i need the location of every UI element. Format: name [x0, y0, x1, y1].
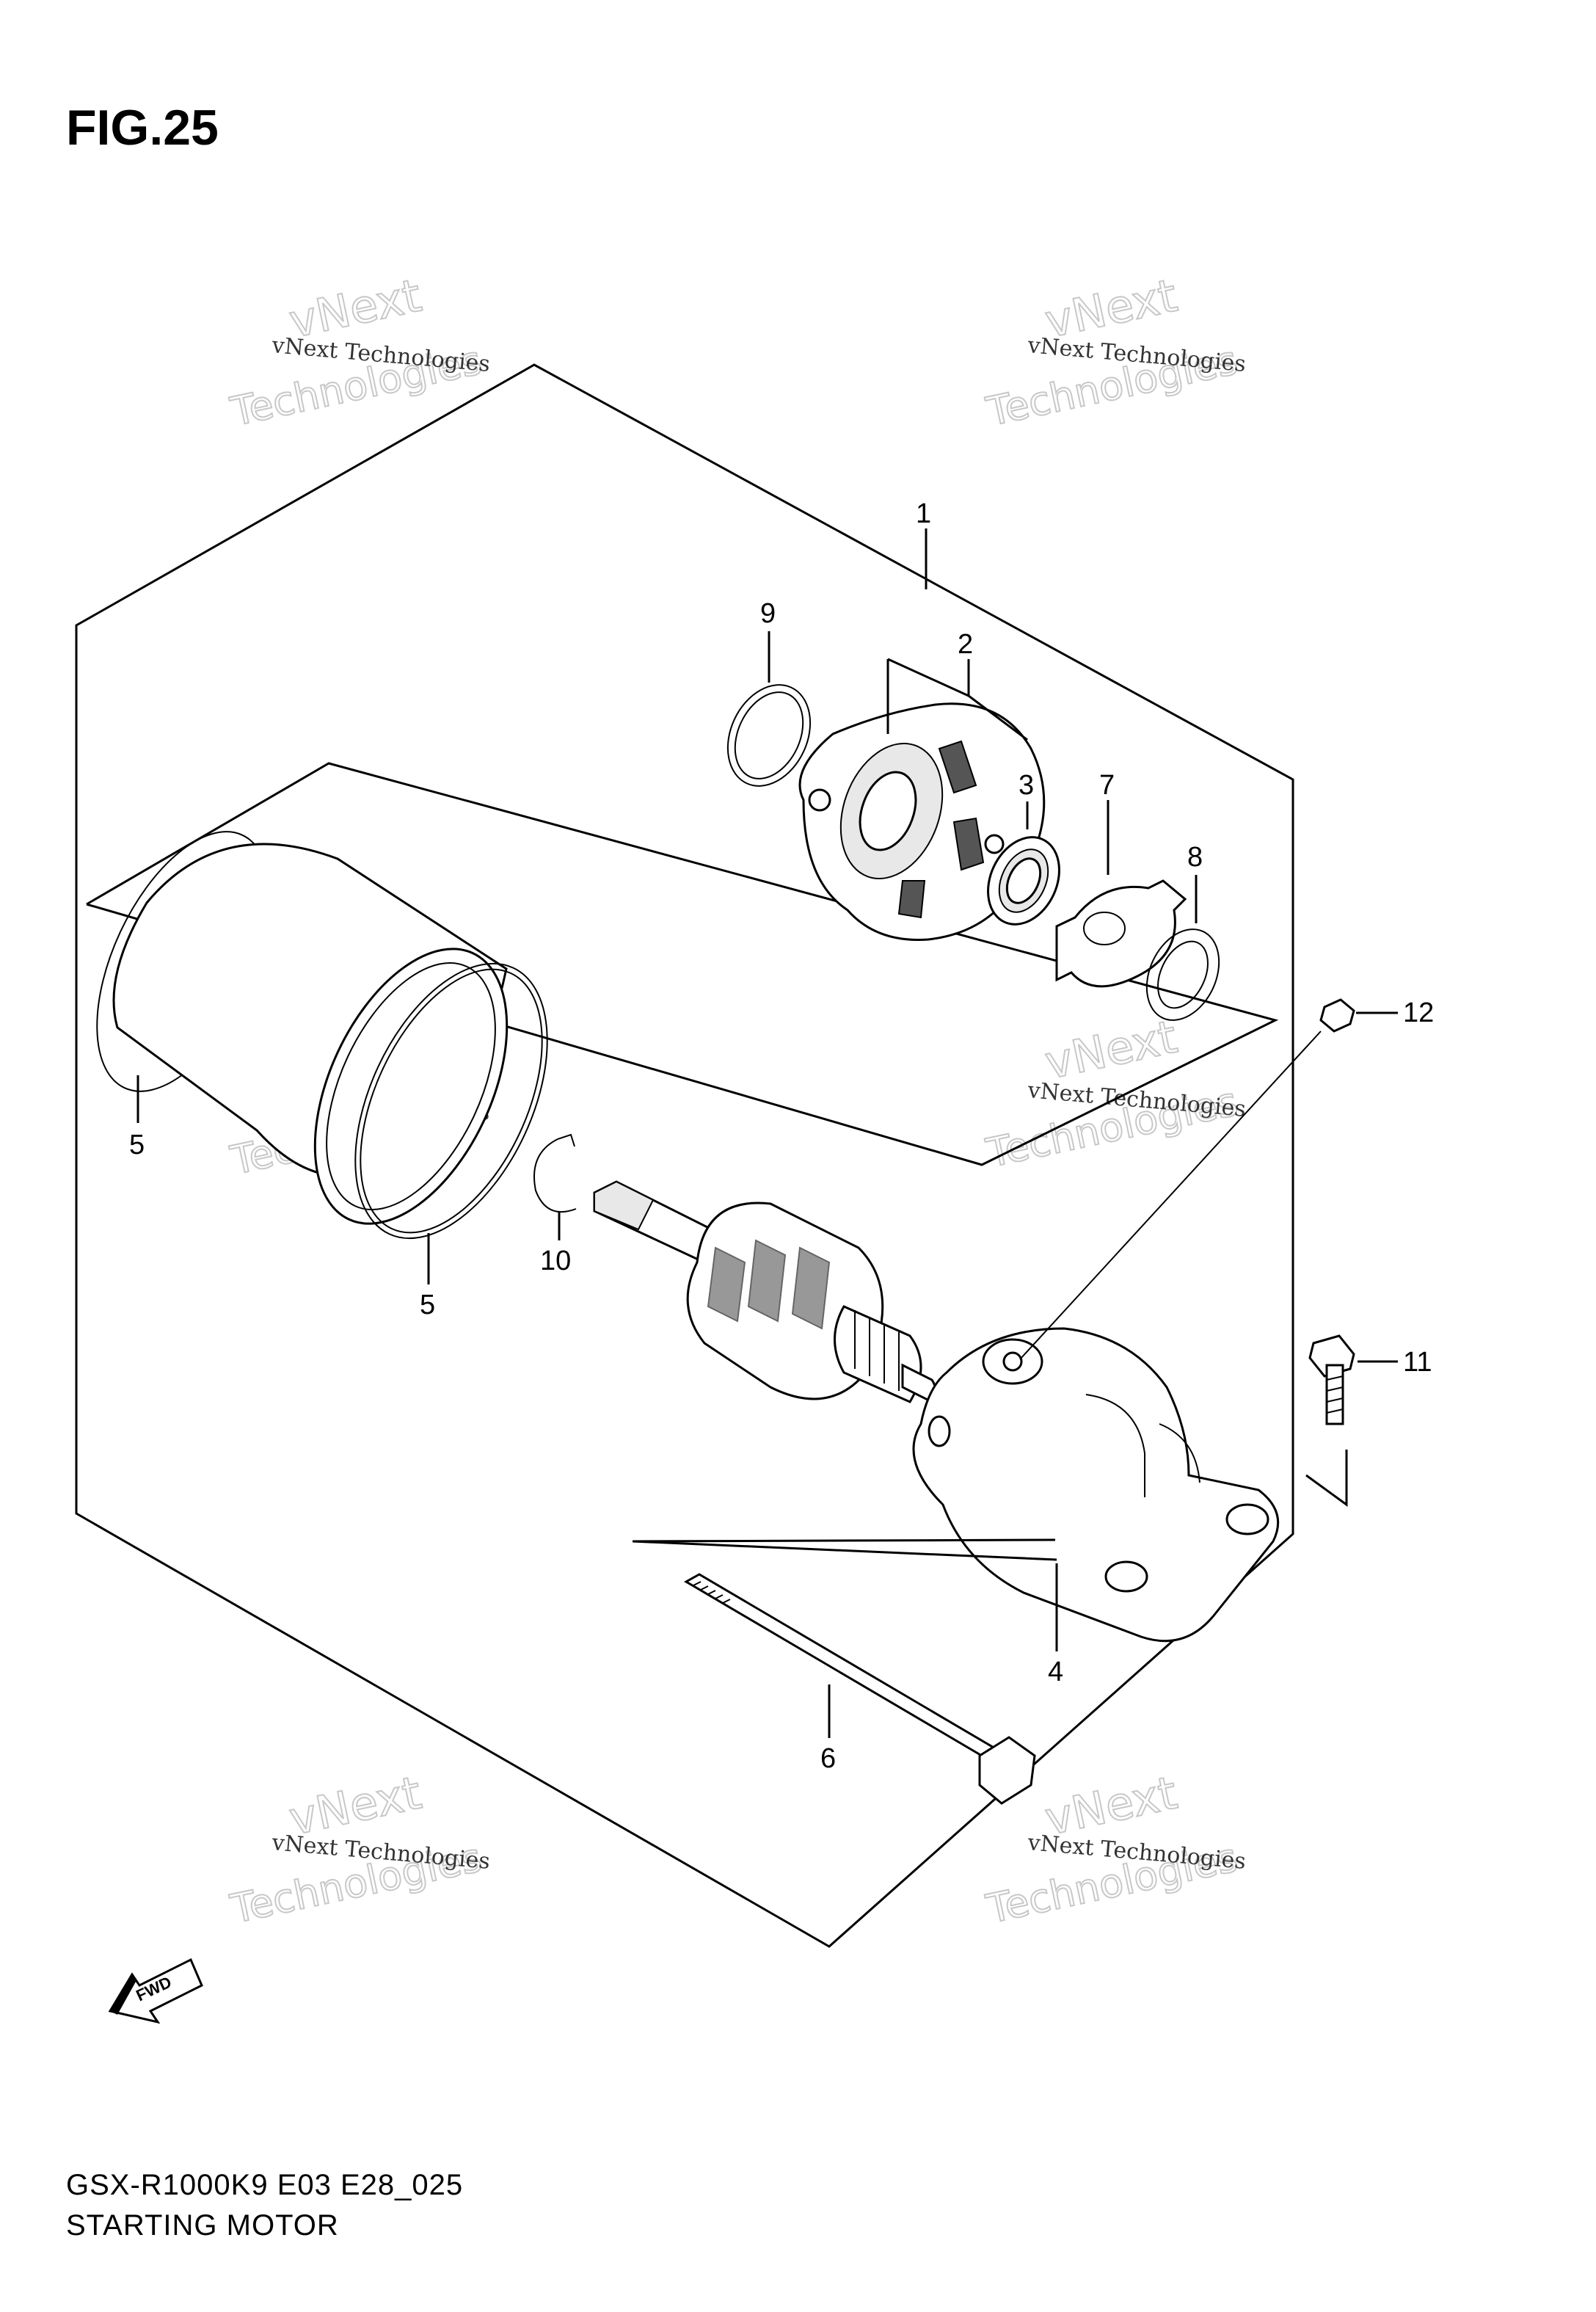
- leader-line-6a: [632, 1538, 1056, 1543]
- part-10-circlip: [533, 1133, 577, 1213]
- callout-3: 3: [1019, 770, 1034, 801]
- callout-5b: 5: [420, 1290, 435, 1320]
- callout-9: 9: [760, 598, 776, 629]
- watermark-mid-right: vNext Technologies vNext Technologies: [982, 1009, 1247, 1177]
- part-6-through-bolt: [683, 1573, 1036, 1805]
- watermark-bottom-left: vNext Technologies vNext Technologies: [226, 1765, 492, 1933]
- part-12-small-bolt: [1319, 998, 1355, 1033]
- part-11-bolt: [1308, 1334, 1355, 1425]
- leader-line-4a: [632, 1540, 1057, 1561]
- part-4-rear-housing: [912, 1327, 1280, 1643]
- fwd-arrow-icon: FWD: [108, 1957, 203, 2024]
- part-2-front-housing: [798, 702, 1046, 941]
- part-9-o-ring: [726, 684, 812, 787]
- watermark-top-left: vNext Technologies vNext Technologies: [226, 268, 492, 436]
- callout-4: 4: [1048, 1657, 1063, 1687]
- leader-line-2a: [887, 658, 970, 698]
- part-5-o-ring: [354, 962, 548, 1240]
- leader-line-11b: [1305, 1450, 1348, 1507]
- watermark-top-right: vNext Technologies vNext Technologies: [982, 268, 1247, 436]
- figure-caption: STARTING MOTOR: [66, 2209, 339, 2242]
- part-7-lock-washer: [1055, 879, 1187, 988]
- callout-11: 11: [1403, 1347, 1432, 1378]
- callout-7: 7: [1099, 770, 1115, 801]
- model-code: GSX-R1000K9 E03 E28_025: [66, 2169, 463, 2201]
- part-armature: [593, 1180, 937, 1403]
- callout-8: 8: [1187, 842, 1203, 873]
- leader-line-2c: [968, 694, 1028, 741]
- callout-6: 6: [820, 1743, 836, 1774]
- callout-2: 2: [958, 629, 973, 660]
- callout-1: 1: [916, 498, 931, 529]
- callout-5a: 5: [129, 1130, 145, 1160]
- part-3-oil-seal: [987, 836, 1060, 926]
- callout-10: 10: [540, 1246, 571, 1276]
- part-8-washer: [1145, 928, 1220, 1021]
- figure-title: FIG.25: [66, 100, 219, 156]
- leader-line-12b: [1019, 1030, 1322, 1360]
- callout-12: 12: [1403, 997, 1434, 1028]
- part-5-yoke: [96, 831, 509, 1225]
- assembly-boundary: [75, 363, 1294, 1948]
- subassembly-boundary: [86, 762, 1279, 1166]
